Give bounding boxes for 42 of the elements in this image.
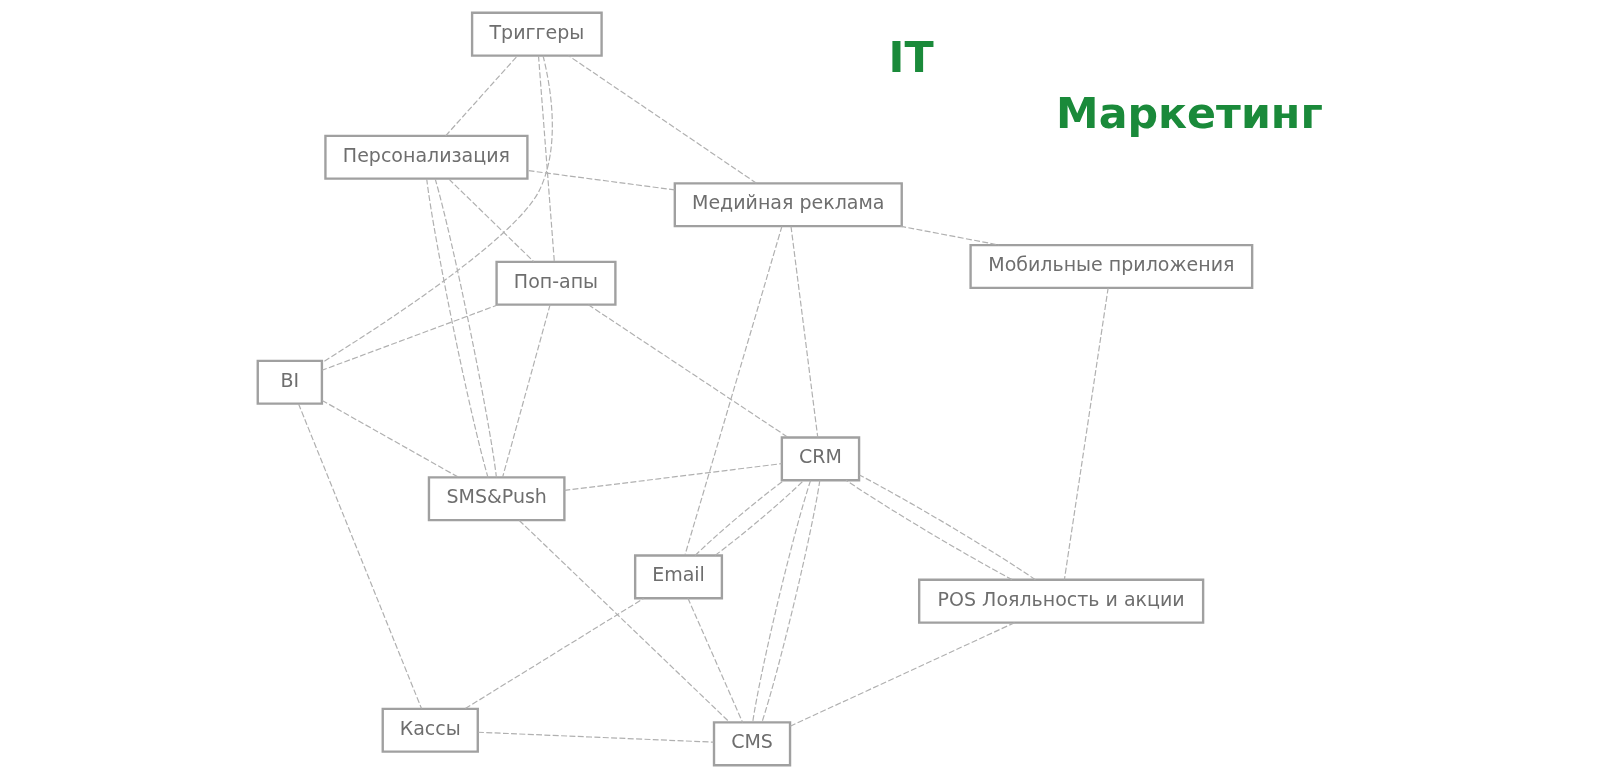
connector: [687, 597, 744, 723]
node-box: Поп-апы: [495, 260, 617, 306]
connector: [518, 519, 730, 723]
node-box: Email: [633, 554, 724, 600]
connector: [464, 597, 645, 710]
connector: [845, 479, 1013, 581]
connector: [321, 399, 460, 478]
node-box: CRM: [780, 436, 861, 482]
connector: [448, 178, 535, 263]
connector: [567, 55, 758, 184]
connector: [321, 55, 553, 364]
node-box: POS Лояльность и акции: [918, 578, 1205, 624]
node-box: Триггеры: [470, 11, 603, 57]
connector: [477, 731, 715, 743]
connector: [899, 225, 1000, 246]
connector: [789, 622, 1016, 727]
connector: [587, 304, 789, 439]
node-box: SMS&Push: [427, 476, 566, 522]
connector: [502, 304, 551, 478]
label: Маркетинг: [1056, 88, 1323, 139]
connector: [684, 225, 783, 556]
node-box: Кассы: [381, 707, 479, 753]
connector: [752, 480, 812, 723]
node-box: Мобильные приложения: [969, 243, 1254, 290]
connector: [790, 225, 819, 438]
connector: [426, 178, 489, 478]
connector: [694, 479, 785, 557]
node-box: BI: [256, 359, 324, 405]
connector: [445, 55, 519, 137]
node-box: Медийная реклама: [673, 182, 903, 228]
connector: [714, 479, 805, 556]
connector: [761, 479, 821, 723]
connector: [526, 169, 676, 191]
connector: [434, 178, 497, 478]
connector: [537, 55, 555, 263]
node-box: Персонализация: [324, 134, 529, 180]
connector: [321, 304, 499, 371]
connector: [298, 403, 423, 710]
label: IT: [888, 32, 934, 83]
connector: [563, 463, 783, 491]
connector: [858, 474, 1036, 581]
node-box: CMS: [712, 721, 792, 767]
